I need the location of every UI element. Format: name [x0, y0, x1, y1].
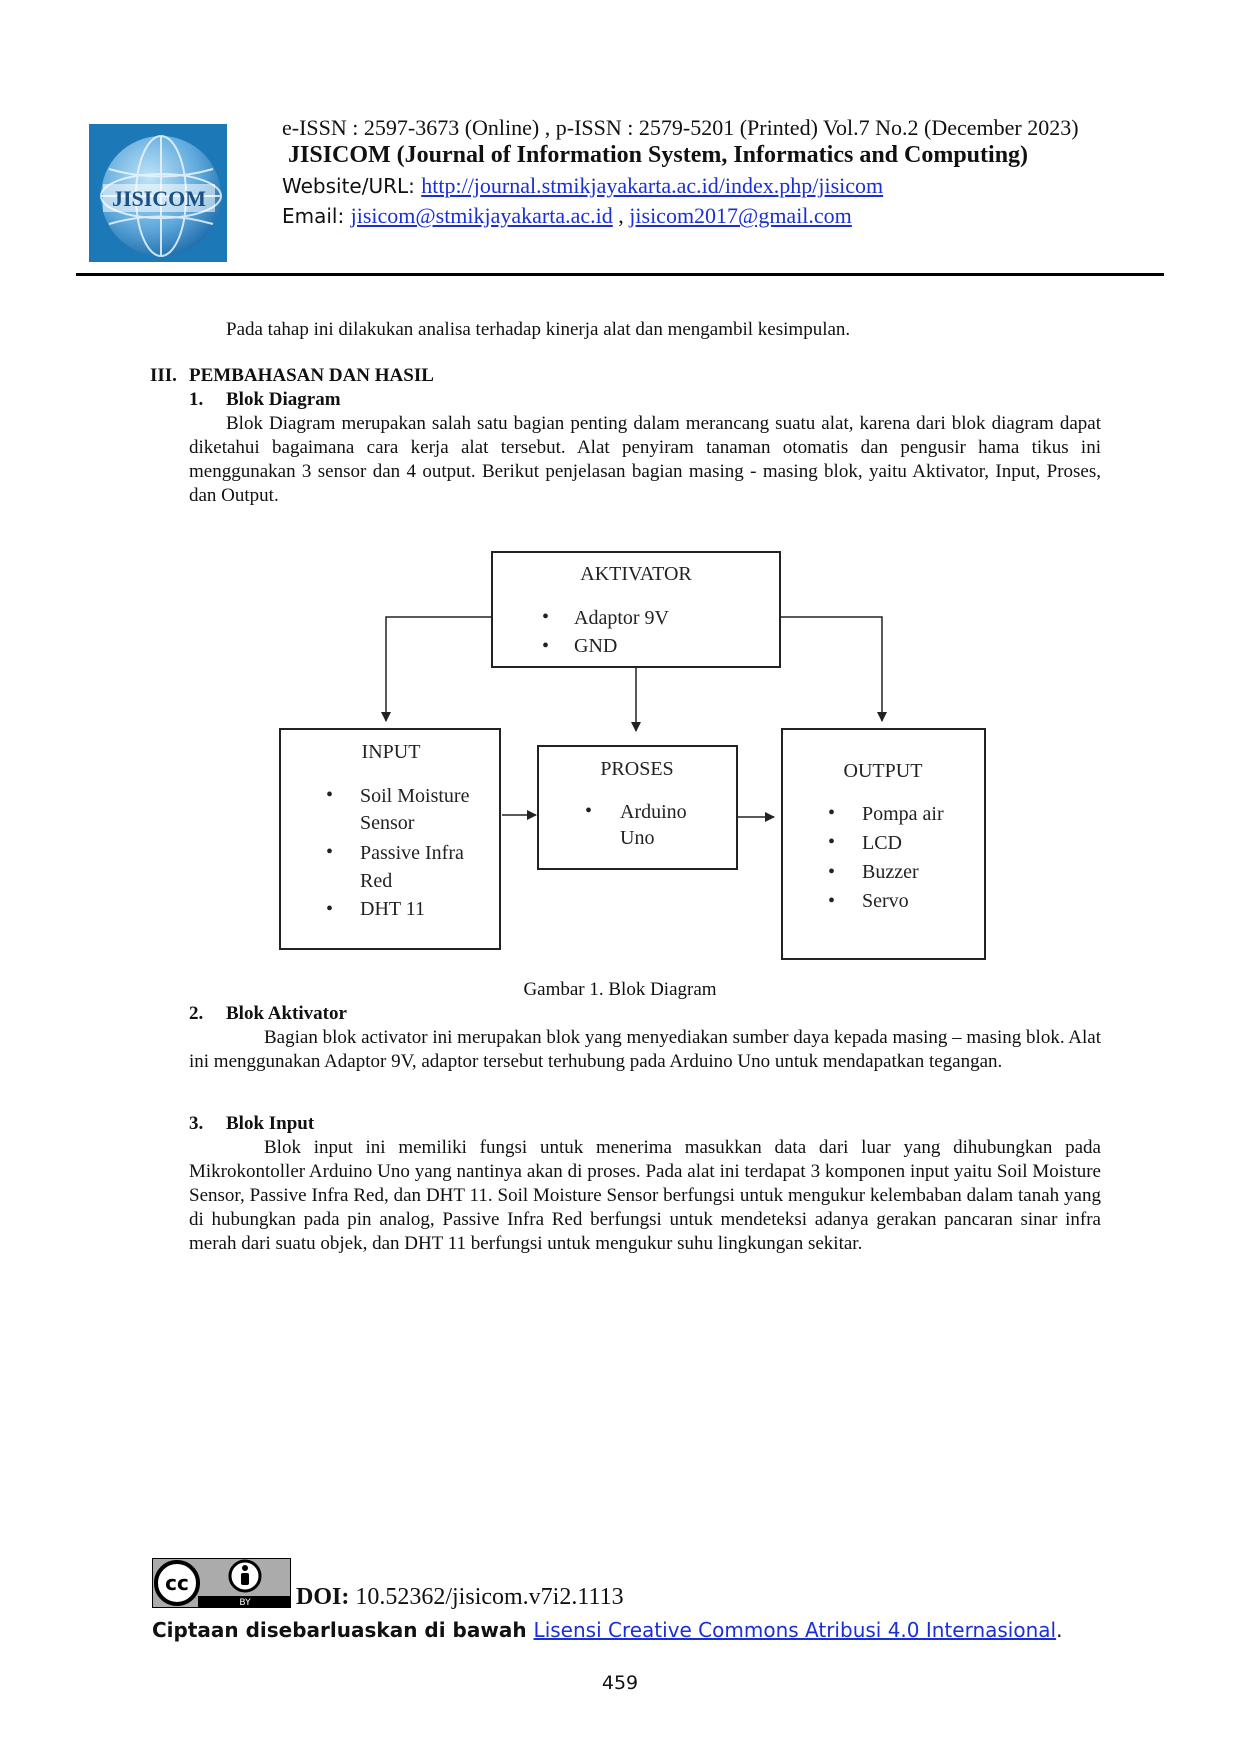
- subsection-number: 3.: [189, 1113, 204, 1134]
- input-item-continued: Red: [360, 870, 392, 892]
- issn-line: e-ISSN : 2597-3673 (Online) , p-ISSN : 2…: [282, 115, 1079, 140]
- bullet: •: [326, 898, 333, 920]
- bullet: •: [326, 841, 333, 863]
- license-prefix: Ciptaan disebarluaskan di bawah: [152, 1618, 534, 1642]
- bullet: •: [828, 831, 835, 853]
- bullet: •: [542, 635, 549, 657]
- output-item: Buzzer: [862, 861, 919, 883]
- output-item: LCD: [862, 832, 902, 854]
- input-item: DHT 11: [360, 898, 425, 920]
- email-separator: ,: [612, 203, 630, 228]
- website-label: Website/URL:: [282, 174, 422, 198]
- aktivator-title: AKTIVATOR: [580, 563, 692, 585]
- section-title: PEMBAHASAN DAN HASIL: [189, 365, 434, 386]
- connector-aktivator-output: [780, 616, 887, 722]
- header-rule: [76, 273, 1164, 276]
- email-label: Email:: [282, 204, 351, 228]
- logo-text: JISICOM: [112, 186, 206, 211]
- input-item: Passive Infra: [360, 842, 464, 864]
- bullet: •: [326, 784, 333, 806]
- subsection-title: Blok Diagram: [226, 389, 341, 410]
- website-link[interactable]: http://journal.stmikjayakarta.ac.id/inde…: [421, 173, 884, 198]
- output-box: [781, 728, 986, 960]
- input-item: Soil Moisture: [360, 785, 470, 807]
- license-line: Ciptaan disebarluaskan di bawah Lisensi …: [152, 1618, 1062, 1642]
- bullet: •: [585, 800, 592, 822]
- paragraph-blok-aktivator: Bagian blok activator ini merupakan blok…: [189, 1027, 1101, 1072]
- bullet: •: [828, 890, 835, 912]
- aktivator-item: Adaptor 9V: [574, 607, 670, 629]
- subsection-title: Blok Aktivator: [226, 1003, 347, 1024]
- bullet: •: [828, 802, 835, 824]
- intro-paragraph: Pada tahap ini dilakukan analisa terhada…: [226, 319, 851, 340]
- subsection-title: Blok Input: [226, 1113, 315, 1134]
- aktivator-box: [491, 551, 781, 668]
- by-label: BY: [239, 1598, 251, 1608]
- block-diagram: AKTIVATOR • Adaptor 9V • GND INPUT • Soi…: [279, 551, 986, 960]
- email-link-1[interactable]: jisicom@stmikjayakarta.ac.id: [350, 203, 613, 228]
- journal-title: JISICOM (Journal of Information System, …: [288, 142, 1029, 168]
- doi-value: 10.52362/jisicom.v7i2.1113: [355, 1584, 624, 1610]
- cc-icon: cc: [165, 1571, 189, 1595]
- license-link[interactable]: Lisensi Creative Commons Atribusi 4.0 In…: [533, 1618, 1057, 1642]
- proses-title: PROSES: [600, 758, 673, 780]
- bullet: •: [828, 861, 835, 883]
- proses-box: [537, 745, 738, 870]
- input-item-continued: Sensor: [360, 812, 415, 834]
- output-item: Servo: [862, 890, 909, 912]
- paragraph-blok-diagram: Blok Diagram merupakan salah satu bagian…: [189, 413, 1101, 506]
- attribution-person-icon: [228, 1559, 262, 1593]
- figure-caption: Gambar 1. Blok Diagram: [523, 979, 717, 1000]
- journal-logo: JISICOM: [89, 124, 227, 262]
- section-number: III.: [150, 365, 177, 386]
- paragraph-blok-input: Blok input ini memiliki fungsi untuk men…: [189, 1137, 1101, 1254]
- doi-label: DOI:: [296, 1584, 356, 1610]
- subsection-number: 2.: [189, 1003, 204, 1024]
- input-box: [279, 728, 501, 950]
- proses-item-continued: Uno: [620, 827, 654, 849]
- input-title: INPUT: [362, 741, 421, 763]
- license-suffix: .: [1056, 1618, 1063, 1642]
- bullet: •: [542, 606, 549, 628]
- proses-item: Arduino: [620, 801, 687, 823]
- aktivator-item: GND: [574, 635, 617, 657]
- email-line: Email: jisicom@stmikjayakarta.ac.id , ji…: [282, 203, 852, 229]
- connector-aktivator-input: [381, 616, 492, 722]
- doi-line: DOI: 10.52362/jisicom.v7i2.1113: [296, 1584, 624, 1611]
- subsection-number: 1.: [189, 389, 204, 410]
- cc-by-badge[interactable]: cc BY: [152, 1558, 291, 1608]
- page-number: 459: [601, 1672, 639, 1694]
- output-title: OUTPUT: [844, 760, 923, 782]
- output-item: Pompa air: [862, 803, 944, 825]
- website-line: Website/URL: http://journal.stmikjayakar…: [282, 173, 883, 199]
- email-link-2[interactable]: jisicom2017@gmail.com: [629, 203, 852, 228]
